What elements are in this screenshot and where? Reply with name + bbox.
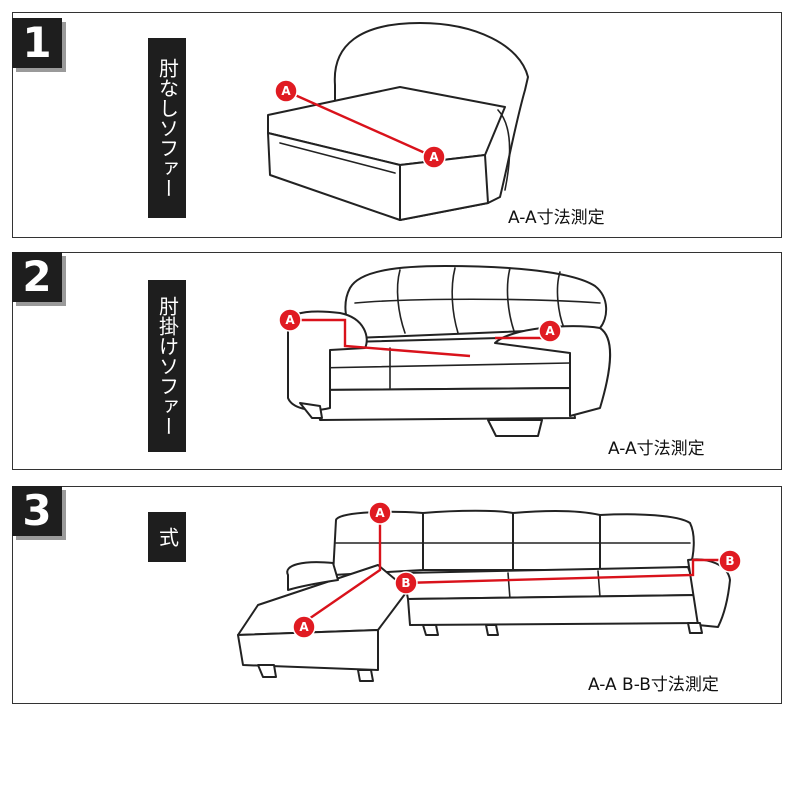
svg-text:B: B <box>401 576 410 590</box>
section-3-marker-b-start: B <box>394 571 418 595</box>
svg-text:A: A <box>299 620 309 634</box>
section-1-marker-a-start: A <box>274 79 298 103</box>
section-3-marker-b-end: B <box>718 549 742 573</box>
section-2-number-badge: 2 <box>12 252 62 302</box>
svg-text:A: A <box>545 324 555 338</box>
l-shaped-sofa-illustration: A A B B <box>237 501 742 682</box>
section-2-marker-a-end: A <box>538 319 562 343</box>
section-2-caption: A-A寸法測定 <box>608 439 705 459</box>
svg-text:B: B <box>725 554 734 568</box>
section-3-marker-a-top: A <box>368 501 392 525</box>
section-1-caption: A-A寸法測定 <box>508 208 605 228</box>
svg-text:A: A <box>375 506 385 520</box>
section-2-marker-a-start: A <box>278 308 302 332</box>
section-3-caption: A-A B-B寸法測定 <box>588 675 719 695</box>
section-3-type-label: 式 <box>148 512 186 562</box>
armless-sofa-illustration: A A <box>267 22 529 221</box>
section-3-number-badge: 3 <box>12 486 62 536</box>
svg-text:A: A <box>285 313 295 327</box>
svg-text:A: A <box>429 150 439 164</box>
section-3-marker-a-chaise: A <box>292 615 316 639</box>
svg-text:A: A <box>281 84 291 98</box>
section-2-type-label: 肘掛けソファー <box>148 280 186 452</box>
armrest-sofa-illustration: A A <box>278 265 612 437</box>
section-1-number-badge: 1 <box>12 18 62 68</box>
section-1-marker-a-end: A <box>422 145 446 169</box>
section-1-type-label: 肘なしソファー <box>148 38 186 218</box>
